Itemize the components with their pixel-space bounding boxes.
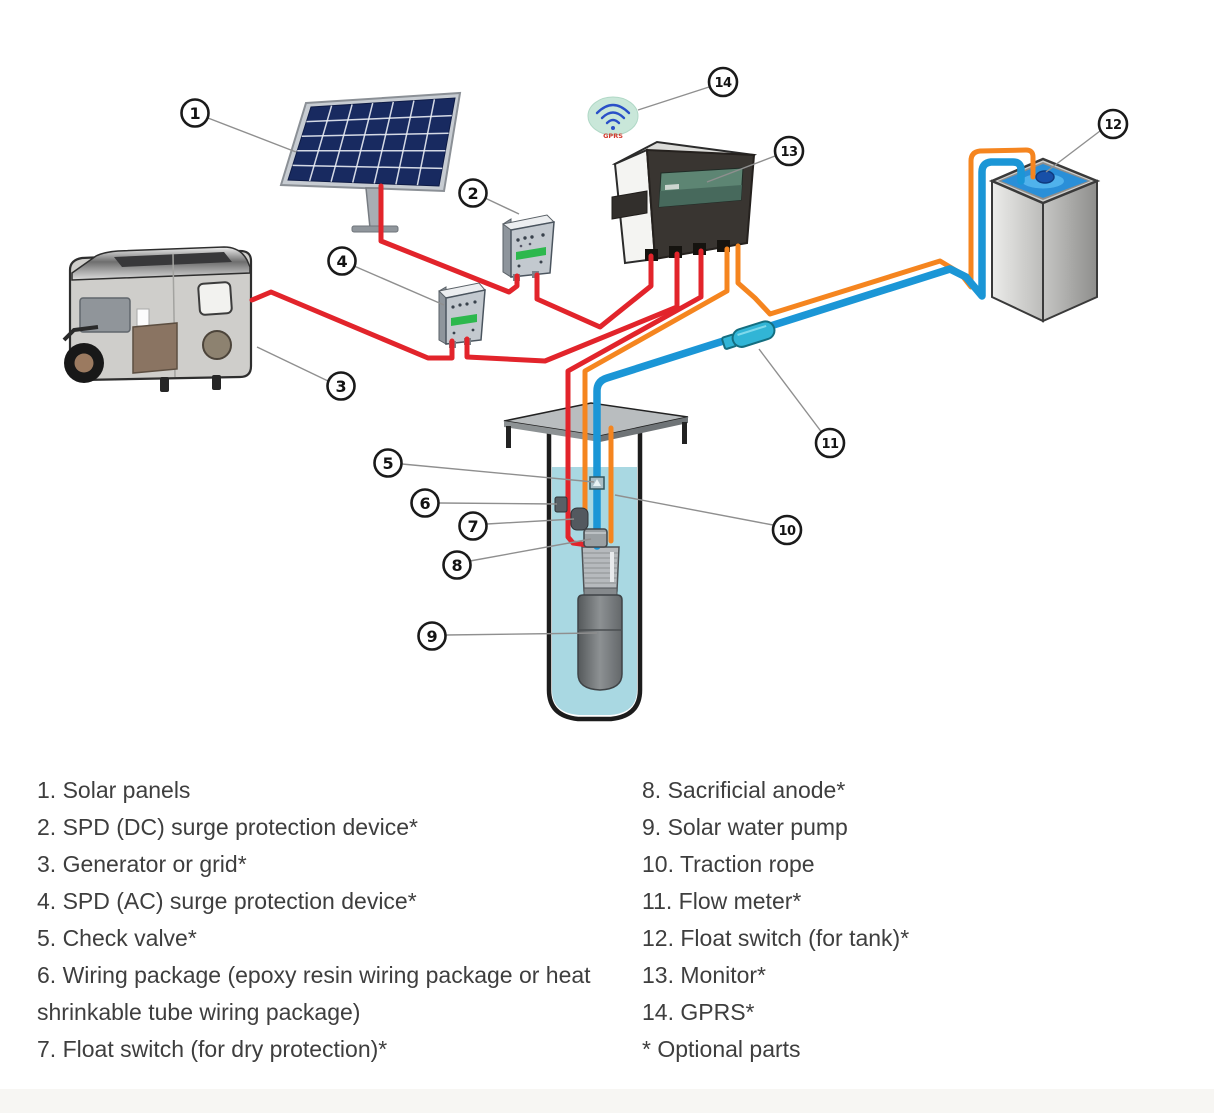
generator-vent xyxy=(202,330,232,360)
footer-strip xyxy=(0,1089,1214,1113)
legend-item-5: 5. Check valve* xyxy=(37,925,197,951)
wire-spd-ac-to-monitor xyxy=(464,251,680,364)
gprs-icon: GPRS xyxy=(587,96,639,140)
legend-footnote: * Optional parts xyxy=(642,1036,801,1062)
red-wires xyxy=(249,183,704,548)
label-7: 7 xyxy=(458,511,488,541)
svg-text:9: 9 xyxy=(426,627,437,646)
svg-text:8: 8 xyxy=(451,556,462,575)
monitor xyxy=(611,140,758,265)
legend-item-2: 2. SPD (DC) surge protection device* xyxy=(37,814,418,840)
svg-text:4: 4 xyxy=(336,252,347,271)
sacrificial-anode xyxy=(583,528,608,548)
label-13: 13 xyxy=(773,135,805,167)
gprs-label: GPRS xyxy=(603,132,623,140)
svg-text:2: 2 xyxy=(467,184,478,203)
svg-text:1: 1 xyxy=(189,104,200,123)
label-4: 4 xyxy=(327,246,357,276)
label-9: 9 xyxy=(417,621,447,651)
leader-lines xyxy=(207,86,1101,636)
legend-item-3: 3. Generator or grid* xyxy=(37,851,247,877)
cable-monitor-to-well xyxy=(582,246,730,515)
legend-item-9: 9. Solar water pump xyxy=(642,814,848,840)
legend-item-7: 7. Float switch (for dry protection)* xyxy=(37,1036,388,1062)
water-pipe xyxy=(593,158,1025,550)
check-valve xyxy=(589,476,605,490)
solar-water-pump xyxy=(577,546,623,691)
wire-panel-to-spd-dc xyxy=(378,183,520,295)
svg-text:5: 5 xyxy=(382,454,393,473)
pipe-pump-to-tank xyxy=(593,158,1025,550)
legend-item-12: 12. Float switch (for tank)* xyxy=(642,925,910,951)
label-5: 5 xyxy=(373,448,403,478)
svg-text:13: 13 xyxy=(780,145,798,160)
generator-panel xyxy=(79,297,131,333)
legend-item-1: 1. Solar panels xyxy=(37,777,191,803)
label-2: 2 xyxy=(458,178,488,208)
label-11: 11 xyxy=(814,427,846,459)
label-8: 8 xyxy=(442,550,472,580)
legend-column-left: 1. Solar panels 2. SPD (DC) surge protec… xyxy=(37,772,609,1068)
svg-text:11: 11 xyxy=(821,437,839,452)
wire-monitor-to-pump xyxy=(565,248,704,548)
svg-text:12: 12 xyxy=(1104,118,1121,133)
svg-text:7: 7 xyxy=(467,517,478,536)
label-3: 3 xyxy=(326,371,356,401)
legend-column-right: 8. Sacrificial anode* 9. Solar water pum… xyxy=(642,772,1202,1068)
legend-item-14: 14. GPRS* xyxy=(642,999,755,1025)
svg-text:3: 3 xyxy=(335,377,346,396)
spd-dc-indicator xyxy=(516,247,546,260)
spd-dc-device xyxy=(501,214,556,281)
flow-meter xyxy=(721,320,776,350)
generator xyxy=(62,246,253,392)
legend-item-11: 11. Flow meter* xyxy=(642,888,802,914)
spd-ac-device xyxy=(437,282,486,348)
legend-item-4: 4. SPD (AC) surge protection device* xyxy=(37,888,417,914)
wire-generator-to-spd-ac xyxy=(249,289,455,361)
generator-window xyxy=(197,281,233,316)
wire-spd-dc-to-monitor xyxy=(534,253,654,330)
solar-panel xyxy=(279,91,462,233)
legend-item-10: 10. Traction rope xyxy=(642,851,815,877)
float-switch-tank xyxy=(1035,170,1055,184)
label-1: 1 xyxy=(180,98,210,128)
label-12: 12 xyxy=(1097,108,1129,140)
legend-item-8: 8. Sacrificial anode* xyxy=(642,777,846,803)
svg-text:6: 6 xyxy=(419,494,430,513)
generator-door xyxy=(132,322,178,374)
label-14: 14 xyxy=(707,66,739,98)
legend-item-13: 13. Monitor* xyxy=(642,962,767,988)
panel-base xyxy=(351,225,399,233)
legend-item-6: 6. Wiring package (epoxy resin wiring pa… xyxy=(37,962,591,1025)
system-diagram: GPRS xyxy=(62,66,1129,722)
wifi-icon xyxy=(595,103,631,125)
svg-text:14: 14 xyxy=(714,76,732,91)
label-10: 10 xyxy=(771,514,803,546)
label-6: 6 xyxy=(410,488,440,518)
monitor-side-tab xyxy=(611,190,648,220)
svg-text:10: 10 xyxy=(778,524,796,539)
spd-ac-indicator xyxy=(451,314,477,326)
